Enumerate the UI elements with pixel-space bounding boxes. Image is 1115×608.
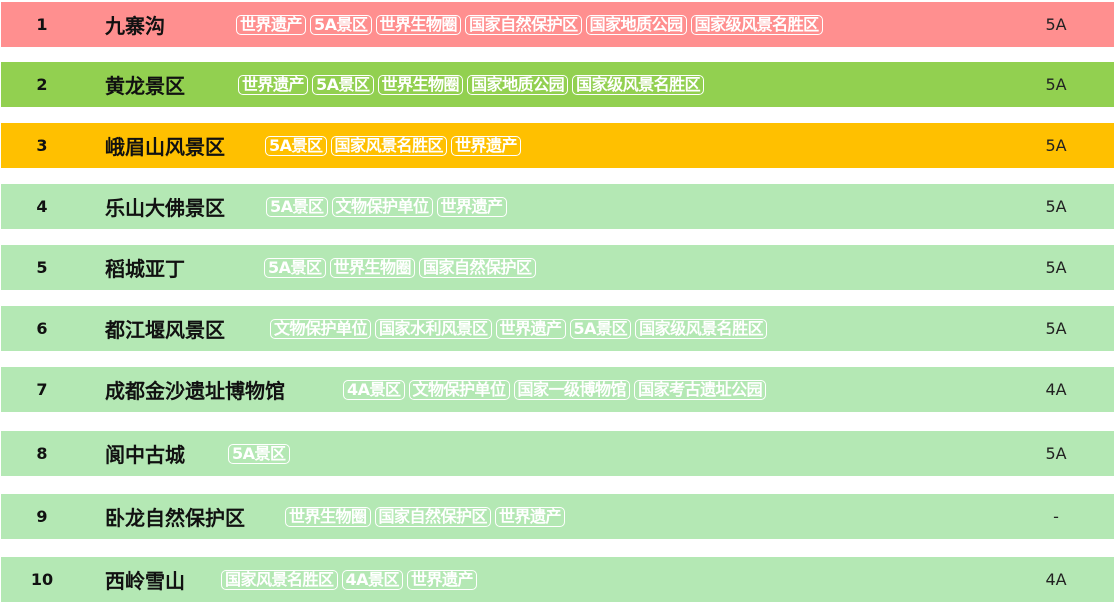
grade-level: 5A (1045, 75, 1067, 94)
rank-number: 3 (36, 136, 48, 155)
attraction-tag: 世界生物圈 (375, 14, 462, 35)
ranking-row[interactable]: 9 卧龙自然保护区 世界生物圈国家自然保护区世界遗产 - (1, 494, 1114, 539)
attraction-name[interactable]: 峨眉山风景区 (105, 135, 225, 159)
rank-number: 1 (36, 15, 48, 34)
attraction-tag: 4A景区 (341, 569, 404, 590)
attraction-tag: 5A景区 (228, 443, 290, 464)
ranking-row[interactable]: 5 稻城亚丁 5A景区世界生物圈国家自然保护区 5A (1, 245, 1114, 290)
grade-level: 5A (1045, 319, 1067, 338)
attraction-tag: 5A景区 (310, 14, 372, 35)
attraction-name[interactable]: 都江堰风景区 (105, 318, 225, 342)
attraction-tag: 国家级风景名胜区 (572, 74, 705, 95)
tag-list: 4A景区文物保护单位国家一级博物馆国家考古遗址公园 (343, 367, 767, 412)
grade-level: 5A (1045, 15, 1067, 34)
tag-list: 5A景区国家风景名胜区世界遗产 (265, 123, 522, 168)
grade-level: 5A (1045, 258, 1067, 277)
ranking-row[interactable]: 7 成都金沙遗址博物馆 4A景区文物保护单位国家一级博物馆国家考古遗址公园 4A (1, 367, 1114, 412)
rank-number: 6 (36, 319, 48, 338)
attraction-tag: 国家地质公园 (585, 14, 687, 35)
ranking-row[interactable]: 3 峨眉山风景区 5A景区国家风景名胜区世界遗产 5A (1, 123, 1114, 168)
attraction-name[interactable]: 黄龙景区 (105, 74, 185, 98)
attraction-tag: 文物保护单位 (408, 379, 510, 400)
rank-number: 5 (36, 258, 48, 277)
attraction-name[interactable]: 成都金沙遗址博物馆 (105, 379, 285, 403)
attraction-tag: 5A景区 (569, 318, 632, 339)
tag-list: 5A景区 (228, 431, 290, 476)
attraction-tag: 国家一级博物馆 (513, 379, 631, 400)
attraction-tag: 国家自然保护区 (374, 506, 492, 527)
attraction-tag: 5A景区 (312, 74, 374, 95)
attraction-tag: 国家考古遗址公园 (634, 379, 767, 400)
attraction-tag: 世界遗产 (236, 14, 307, 35)
attraction-tag: 世界遗产 (436, 196, 507, 217)
attraction-tag: 国家自然保护区 (465, 14, 582, 35)
attraction-tag: 国家级风景名胜区 (635, 318, 768, 339)
attraction-name[interactable]: 阆中古城 (105, 443, 185, 467)
grade-level: 5A (1045, 136, 1067, 155)
tag-list: 世界生物圈国家自然保护区世界遗产 (285, 494, 566, 539)
attraction-tag: 4A景区 (343, 379, 405, 400)
ranking-row[interactable]: 8 阆中古城 5A景区 5A (1, 431, 1114, 476)
attraction-tag: 文物保护单位 (331, 196, 433, 217)
attraction-tag: 世界生物圈 (377, 74, 464, 95)
rank-number: 2 (36, 75, 48, 94)
grade-level: 5A (1045, 197, 1067, 216)
attraction-name[interactable]: 西岭雪山 (105, 569, 185, 593)
attraction-tag: 世界遗产 (238, 74, 309, 95)
grade-level: 4A (1045, 570, 1067, 589)
tag-list: 5A景区文物保护单位世界遗产 (266, 184, 507, 229)
attraction-tag: 世界生物圈 (329, 257, 416, 278)
rank-number: 4 (36, 197, 48, 216)
attraction-tag: 5A景区 (264, 257, 326, 278)
attraction-tag: 5A景区 (266, 196, 328, 217)
attraction-tag: 国家级风景名胜区 (690, 14, 823, 35)
attraction-tag: 国家自然保护区 (419, 257, 536, 278)
grade-level: 5A (1045, 444, 1067, 463)
rank-number: 7 (36, 380, 48, 399)
attraction-name[interactable]: 乐山大佛景区 (105, 196, 225, 220)
attraction-name[interactable]: 九寨沟 (105, 14, 165, 38)
attraction-tag: 国家风景名胜区 (221, 569, 338, 590)
attraction-tag: 世界遗产 (495, 506, 566, 527)
attraction-tag: 国家地质公园 (467, 74, 569, 95)
grade-level: - (1053, 507, 1059, 526)
attraction-name[interactable]: 稻城亚丁 (105, 257, 185, 281)
ranking-row[interactable]: 4 乐山大佛景区 5A景区文物保护单位世界遗产 5A (1, 184, 1114, 229)
attraction-tag: 5A景区 (265, 135, 327, 156)
attraction-tag: 国家风景名胜区 (330, 135, 448, 156)
tag-list: 5A景区世界生物圈国家自然保护区 (264, 245, 536, 290)
attraction-tag: 世界遗产 (495, 318, 566, 339)
attraction-tag: 世界遗产 (451, 135, 522, 156)
attraction-tag: 世界生物圈 (285, 506, 371, 527)
attraction-tag: 国家水利风景区 (375, 318, 492, 339)
attraction-name[interactable]: 卧龙自然保护区 (105, 506, 245, 530)
attraction-tag: 文物保护单位 (270, 318, 372, 339)
rank-number: 9 (36, 507, 48, 526)
grade-level: 4A (1045, 380, 1067, 399)
attraction-tag: 世界遗产 (407, 569, 478, 590)
rank-number: 8 (36, 444, 48, 463)
rank-number: 10 (30, 570, 54, 589)
